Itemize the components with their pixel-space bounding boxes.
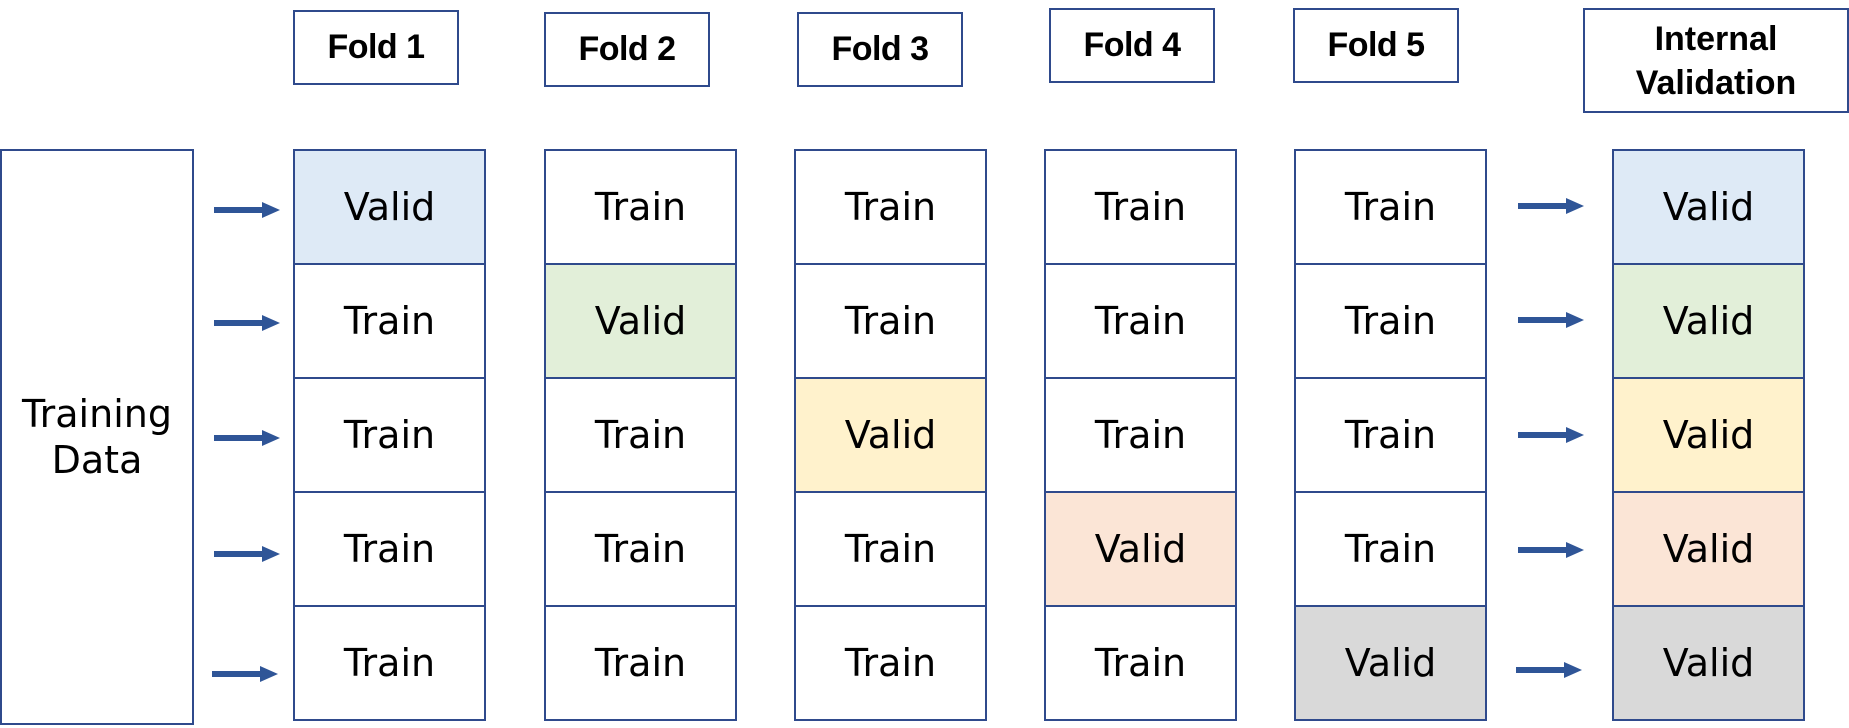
cell-label: Train: [844, 185, 937, 229]
fold-4-header-label: Fold 4: [1083, 26, 1181, 64]
fold-1-header-label: Fold 1: [327, 28, 425, 66]
training-data-line1: Training: [22, 392, 172, 436]
fold-5-header-label: Fold 5: [1327, 26, 1425, 64]
arrow-right-icon: [214, 430, 280, 446]
cell-label: Valid: [1662, 185, 1755, 229]
cell-label: Train: [844, 299, 937, 343]
fold-3-cell-5: Train: [794, 605, 987, 721]
arrow-right-icon: [1518, 198, 1584, 214]
internal-validation-cell-4: Valid: [1612, 491, 1805, 607]
cell-label: Valid: [343, 185, 436, 229]
cell-label: Valid: [1344, 641, 1437, 685]
fold-4-cell-5: Train: [1044, 605, 1237, 721]
internal-validation-column: Valid Valid Valid Valid Valid: [1612, 149, 1805, 721]
arrow-right-icon: [214, 315, 280, 331]
cell-label: Train: [1344, 413, 1437, 457]
fold-4-cell-4: Valid: [1044, 491, 1237, 607]
fold-3-cell-3: Valid: [794, 377, 987, 493]
fold-3-cell-4: Train: [794, 491, 987, 607]
fold-4-cell-1: Train: [1044, 149, 1237, 265]
cell-label: Train: [594, 185, 687, 229]
arrow-right-icon: [214, 546, 280, 562]
fold-3-column: Train Train Valid Train Train: [794, 149, 987, 721]
fold-5-column: Train Train Train Train Valid: [1294, 149, 1487, 721]
cell-label: Valid: [1662, 527, 1755, 571]
internal-validation-header: Internal Validation: [1583, 8, 1849, 113]
fold-2-column: Train Valid Train Train Train: [544, 149, 737, 721]
fold-1-cell-4: Train: [293, 491, 486, 607]
cell-label: Train: [594, 527, 687, 571]
cell-label: Train: [343, 641, 436, 685]
fold-1-column: Valid Train Train Train Train: [293, 149, 486, 721]
cell-label: Valid: [594, 299, 687, 343]
internal-validation-cell-5: Valid: [1612, 605, 1805, 721]
fold-3-header-label: Fold 3: [831, 30, 929, 68]
arrow-right-icon: [212, 666, 278, 682]
training-data-line2: Data: [51, 438, 143, 482]
cell-label: Valid: [1094, 527, 1187, 571]
cell-label: Train: [343, 299, 436, 343]
cell-label: Train: [1344, 527, 1437, 571]
fold-5-cell-4: Train: [1294, 491, 1487, 607]
fold-1-cell-2: Train: [293, 263, 486, 379]
arrow-right-icon: [1518, 542, 1584, 558]
fold-3-cell-2: Train: [794, 263, 987, 379]
fold-5-header: Fold 5: [1293, 8, 1459, 83]
cell-label: Valid: [1662, 299, 1755, 343]
fold-2-cell-3: Train: [544, 377, 737, 493]
arrow-right-icon: [1518, 312, 1584, 328]
fold-5-cell-5: Valid: [1294, 605, 1487, 721]
fold-3-header: Fold 3: [797, 12, 963, 87]
training-data-block: Training Data: [0, 149, 194, 725]
fold-4-cell-3: Train: [1044, 377, 1237, 493]
fold-4-column: Train Train Train Valid Train: [1044, 149, 1237, 721]
fold-2-cell-2: Valid: [544, 263, 737, 379]
fold-1-cell-3: Train: [293, 377, 486, 493]
fold-2-header-label: Fold 2: [578, 30, 676, 68]
arrow-right-icon: [1516, 662, 1582, 678]
cell-label: Train: [1094, 413, 1187, 457]
fold-2-cell-1: Train: [544, 149, 737, 265]
fold-3-cell-1: Train: [794, 149, 987, 265]
fold-2-cell-4: Train: [544, 491, 737, 607]
internal-validation-header-line2: Validation: [1635, 63, 1797, 102]
cell-label: Train: [343, 527, 436, 571]
cell-label: Valid: [844, 413, 937, 457]
fold-4-cell-2: Train: [1044, 263, 1237, 379]
fold-4-header: Fold 4: [1049, 8, 1215, 83]
fold-2-cell-5: Train: [544, 605, 737, 721]
fold-5-cell-2: Train: [1294, 263, 1487, 379]
internal-validation-cell-3: Valid: [1612, 377, 1805, 493]
fold-5-cell-1: Train: [1294, 149, 1487, 265]
arrow-right-icon: [214, 202, 280, 218]
cell-label: Train: [1094, 185, 1187, 229]
internal-validation-cell-1: Valid: [1612, 149, 1805, 265]
fold-1-cell-1: Valid: [293, 149, 486, 265]
internal-validation-header-line1: Internal: [1654, 19, 1778, 58]
cell-label: Train: [844, 527, 937, 571]
cell-label: Valid: [1662, 413, 1755, 457]
internal-validation-cell-2: Valid: [1612, 263, 1805, 379]
fold-1-header: Fold 1: [293, 10, 459, 85]
cell-label: Train: [1094, 299, 1187, 343]
cell-label: Train: [594, 413, 687, 457]
fold-5-cell-3: Train: [1294, 377, 1487, 493]
cell-label: Train: [1094, 641, 1187, 685]
cell-label: Train: [343, 413, 436, 457]
fold-1-cell-5: Train: [293, 605, 486, 721]
arrow-right-icon: [1518, 427, 1584, 443]
cell-label: Train: [594, 641, 687, 685]
cell-label: Train: [844, 641, 937, 685]
cell-label: Valid: [1662, 641, 1755, 685]
cell-label: Train: [1344, 185, 1437, 229]
cell-label: Train: [1344, 299, 1437, 343]
fold-2-header: Fold 2: [544, 12, 710, 87]
